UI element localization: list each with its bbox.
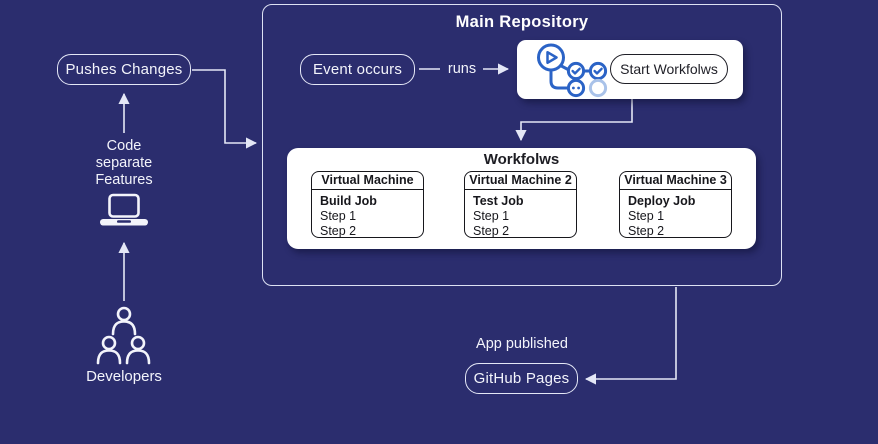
workflows-panel: Workfolws Virtual Machine Build Job Step… [287, 148, 756, 249]
vm3-job: Deploy Job [628, 194, 696, 208]
vm2-title: Virtual Machine 2 [465, 172, 576, 190]
start-workflows-node: Start Workfolws [610, 54, 728, 84]
vm2-step-1: Step 1 [473, 209, 510, 223]
arrow-pushes-to-repository [192, 69, 258, 149]
code-line-3: Features [95, 172, 153, 188]
vm1-step-2: Step 2 [320, 224, 357, 238]
vm3-title: Virtual Machine 3 [620, 172, 731, 190]
runs-label: runs [447, 61, 477, 77]
arrow-repository-to-pages [584, 287, 677, 385]
vm1-step-1: Step 1 [320, 209, 357, 223]
main-repository-container: Main Repository [262, 4, 782, 286]
virtual-machine-1: Virtual Machine Build Job Step 1 Step 2 [311, 171, 424, 238]
pushes-changes-node: Pushes Changes [57, 54, 191, 85]
vm2-job: Test Job [473, 194, 524, 208]
app-published-label: App published [476, 336, 568, 352]
developers-label: Developers [86, 368, 162, 385]
laptop-icon [100, 193, 148, 226]
developers-group-icon [96, 306, 151, 365]
vm1-title: Virtual Machine [312, 172, 423, 190]
code-line-2: separate [95, 155, 153, 171]
vm3-step-2: Step 2 [628, 224, 665, 238]
code-separate-features-label: Code separate Features [54, 138, 194, 189]
main-repository-title: Main Repository [455, 13, 589, 31]
vm2-step-2: Step 2 [473, 224, 510, 238]
vm1-job: Build Job [320, 194, 377, 208]
virtual-machine-2: Virtual Machine 2 Test Job Step 1 Step 2 [464, 171, 577, 238]
workflows-title: Workfolws [483, 151, 560, 168]
vm3-step-1: Step 1 [628, 209, 665, 223]
github-pages-node: GitHub Pages [465, 363, 578, 394]
code-line-1: Code [106, 138, 142, 154]
virtual-machine-3: Virtual Machine 3 Deploy Job Step 1 Step… [619, 171, 732, 238]
actions-panel: Start Workfolws [517, 40, 743, 99]
event-occurs-node: Event occurs [300, 54, 415, 85]
github-actions-icon [537, 43, 608, 98]
